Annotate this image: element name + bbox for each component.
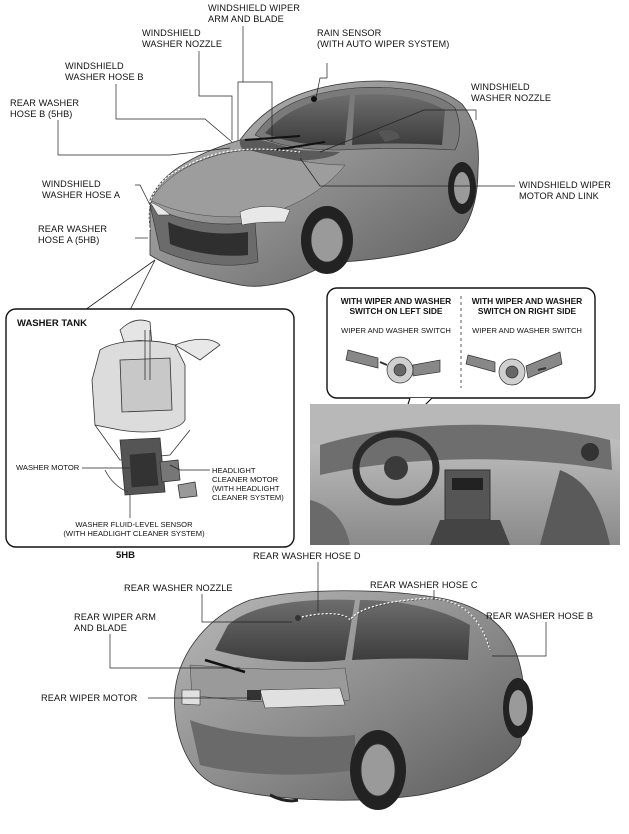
label-rear-washer-hose-b-5hb: REAR WASHER HOSE B (5HB) (10, 98, 80, 119)
rear-leader-lines (109, 562, 547, 699)
label-headlight-cleaner-motor: HEADLIGHT CLEANER MOTOR (WITH HEADLIGHT … (212, 466, 284, 502)
label-rear-washer-hose-a-5hb: REAR WASHER HOSE A (5HB) (38, 224, 108, 245)
label-washer-motor: WASHER MOTOR (16, 463, 80, 472)
left-switch-drawing (345, 349, 441, 384)
rear-variant-label: 5HB (116, 550, 136, 561)
label-rear-washer-hose-d: REAR WASHER HOSE D (253, 551, 361, 561)
label-rear-washer-hose-b: REAR WASHER HOSE B (486, 611, 594, 621)
dashboard-interior-illustration (310, 404, 620, 545)
label-rear-wiper-arm-blade: REAR WIPER ARM AND BLADE (74, 612, 157, 633)
front-leader-lines (57, 26, 515, 239)
label-left-wiper-washer-switch: WIPER AND WASHER SWITCH (341, 326, 451, 335)
front-car-illustration (147, 80, 479, 287)
washer-tank-title: WASHER TANK (17, 318, 88, 329)
label-rear-washer-nozzle: REAR WASHER NOZZLE (124, 583, 233, 593)
switch-right-title: WITH WIPER AND WASHER SWITCH ON RIGHT SI… (471, 296, 583, 316)
right-switch-drawing (465, 351, 563, 386)
label-windshield-wiper-arm-blade: WINDSHIELD WIPER ARM AND BLADE (208, 3, 300, 24)
label-rear-washer-hose-c: REAR WASHER HOSE C (370, 580, 478, 590)
label-washer-fluid-level-sensor: WASHER FLUID-LEVEL SENSOR (WITH HEADLIGH… (63, 520, 205, 538)
switch-left-title: WITH WIPER AND WASHER SWITCH ON LEFT SID… (340, 296, 452, 316)
washer-tank-callout (5, 259, 295, 548)
label-windshield-wiper-motor-link: WINDSHIELD WIPER MOTOR AND LINK (519, 180, 611, 201)
label-rear-wiper-motor: REAR WIPER MOTOR (41, 693, 138, 703)
label-windshield-washer-hose-b: WINDSHIELD WASHER HOSE B (65, 61, 144, 82)
label-rain-sensor: RAIN SENSOR (WITH AUTO WIPER SYSTEM) (317, 28, 450, 49)
rear-car-illustration (174, 590, 533, 810)
label-windshield-washer-nozzle-left: WINDSHIELD WASHER NOZZLE (142, 28, 223, 49)
washer-tank-drawing (91, 319, 221, 499)
label-windshield-washer-hose-a: WINDSHIELD WASHER HOSE A (42, 179, 121, 200)
label-right-wiper-washer-switch: WIPER AND WASHER SWITCH (472, 326, 582, 335)
label-windshield-washer-nozzle-right: WINDSHIELD WASHER NOZZLE (471, 82, 552, 103)
